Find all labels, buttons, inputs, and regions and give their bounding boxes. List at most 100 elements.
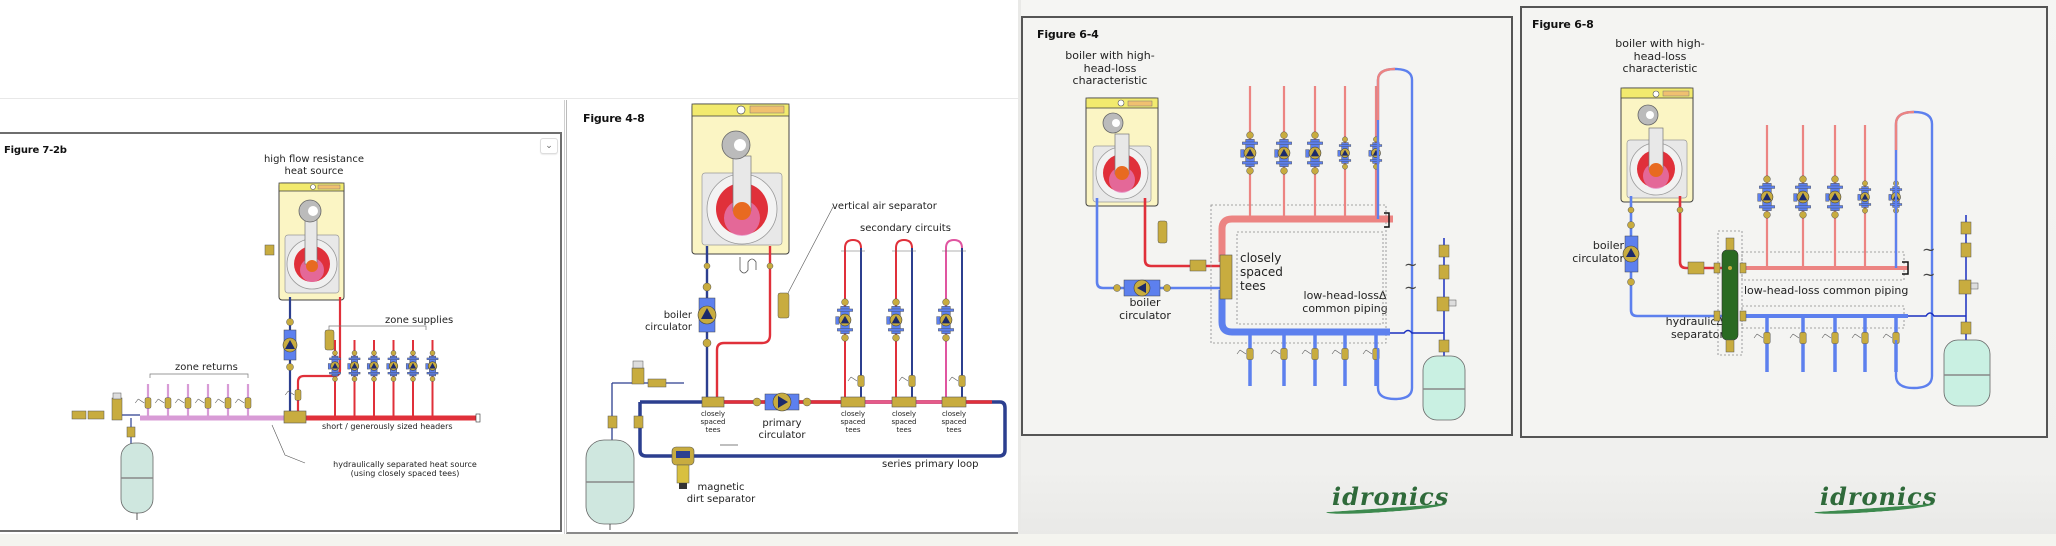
boiler-circulator-icon	[697, 262, 774, 348]
zone-circuits	[1236, 86, 1383, 386]
vertical-air-separator-label: vertical air separator	[832, 201, 937, 212]
top-divider	[0, 98, 1018, 99]
boiler-icon	[264, 182, 345, 301]
label-line: closely	[840, 410, 866, 418]
secondary-circuits	[835, 238, 967, 408]
fill-valve-icon	[607, 360, 667, 429]
closely-spaced-tees	[701, 396, 725, 408]
label-line: hydraulicΔ	[1665, 315, 1724, 328]
label-line: separator	[1670, 327, 1724, 341]
label-line: characteristic	[1072, 74, 1148, 88]
label-line: tees	[845, 426, 861, 435]
label-line: head-loss	[1633, 49, 1687, 63]
valve-icon	[1851, 332, 1869, 344]
panel-divider	[564, 100, 565, 534]
zone-circulator	[1757, 175, 1775, 219]
label-line: spaced	[840, 418, 866, 427]
svg-text:~: ~	[1922, 240, 1935, 259]
label-line: dirt separator	[686, 493, 756, 505]
valve-icon	[948, 375, 966, 387]
label-line: head-loss	[1083, 61, 1137, 75]
label-line: closely	[700, 410, 726, 418]
valve-icon	[1789, 332, 1807, 344]
valve-icon	[1882, 332, 1900, 344]
dropdown-button[interactable]: ⌄	[540, 138, 558, 154]
zone-supply-circulator	[366, 350, 380, 382]
primary-circulator-label: primary circulator	[752, 418, 812, 441]
fill-valve-icon	[1958, 221, 1979, 335]
zone-supply-circulator	[386, 350, 400, 382]
logo-text: idronics	[1332, 482, 1450, 511]
secondary-circulator	[936, 298, 954, 342]
series-primary-loop-label: series primary loop	[882, 459, 979, 470]
zone-circulator	[1305, 131, 1323, 175]
hydraulic-separator-icon	[1713, 237, 1747, 353]
vertical-air-separator-icon	[777, 206, 834, 319]
figure-4-8-diagram	[585, 103, 1007, 530]
label-line: closely	[1240, 251, 1282, 265]
label-line: circulator	[644, 321, 692, 333]
boiler-circulator-label: boiler circulator	[1558, 239, 1624, 265]
valve-icon	[155, 397, 172, 409]
zone-supply-circulator	[405, 350, 419, 382]
headers-label: short / generously sized headers	[322, 422, 453, 431]
closely-spaced-tees	[283, 410, 307, 424]
label-line: boiler	[663, 310, 692, 321]
label-line: spaced	[941, 418, 967, 427]
svg-text:~: ~	[1404, 278, 1417, 297]
idronics-logo: idronics	[1813, 482, 1938, 517]
bottom-strip	[0, 534, 2056, 546]
hydraulic-separator-label: hydraulicΔ separator	[1652, 315, 1724, 341]
secondary-circuits-label: secondary circuits	[860, 223, 951, 234]
zone-circulator	[1793, 175, 1811, 219]
zone-returns-label: zone returns	[175, 362, 238, 373]
label-line: tees	[705, 426, 721, 435]
boiler-icon	[1085, 97, 1159, 207]
logo-text: idronics	[1820, 482, 1938, 511]
valve-icon	[175, 397, 192, 409]
expansion-tank-icon	[1422, 355, 1466, 421]
label-line: spaced	[891, 418, 917, 427]
valve-icon	[1753, 332, 1771, 344]
expansion-tank-icon	[585, 439, 635, 530]
figure-title: Figure 6-4	[1037, 28, 1099, 41]
closely-spaced-tees	[840, 396, 866, 408]
valve-icon	[1821, 332, 1839, 344]
expansion-tank-icon	[1943, 339, 1991, 407]
label-line: boiler with high-	[1065, 49, 1155, 62]
label-line: spaced	[700, 418, 726, 427]
boiler-label: boiler with high- head-loss characterist…	[1060, 49, 1160, 88]
chevron-down-icon: ⌄	[545, 141, 553, 151]
label-line: circulator	[1119, 308, 1171, 322]
circulator-icon	[282, 318, 298, 371]
zone-circuits	[1753, 125, 1903, 372]
valve-icon	[215, 397, 232, 409]
zone-return-valves	[135, 384, 302, 418]
valve-icon	[1270, 348, 1288, 360]
figure-6-4-diagram: ~ ~	[1085, 67, 1466, 421]
secondary-circulator	[835, 298, 853, 342]
label-line: characteristic	[1622, 62, 1698, 76]
valve-icon	[285, 389, 302, 401]
separated-source-label: hydraulically separated heat source (usi…	[330, 460, 480, 478]
figure-6-8-panel	[1520, 6, 2048, 438]
magnetic-dirt-separator-icon	[671, 446, 695, 489]
zone-circulator	[1337, 136, 1352, 170]
label-line: closely	[941, 410, 967, 418]
closely-spaced-tees	[891, 396, 917, 408]
closely-spaced-tees-label: closely spaced tees	[1240, 251, 1283, 293]
common-piping-label: low-head-lossΔ common piping	[1295, 289, 1395, 315]
label-line: boiler	[1592, 239, 1624, 252]
label-line: hydraulically separated heat source	[333, 460, 477, 469]
valve-icon	[1687, 261, 1705, 275]
label-line: tees	[1240, 278, 1266, 293]
idronics-logo: idronics	[1325, 482, 1450, 517]
secondary-circulator	[886, 298, 904, 342]
valve-icon	[195, 397, 212, 409]
zone-circulator	[1240, 131, 1258, 175]
